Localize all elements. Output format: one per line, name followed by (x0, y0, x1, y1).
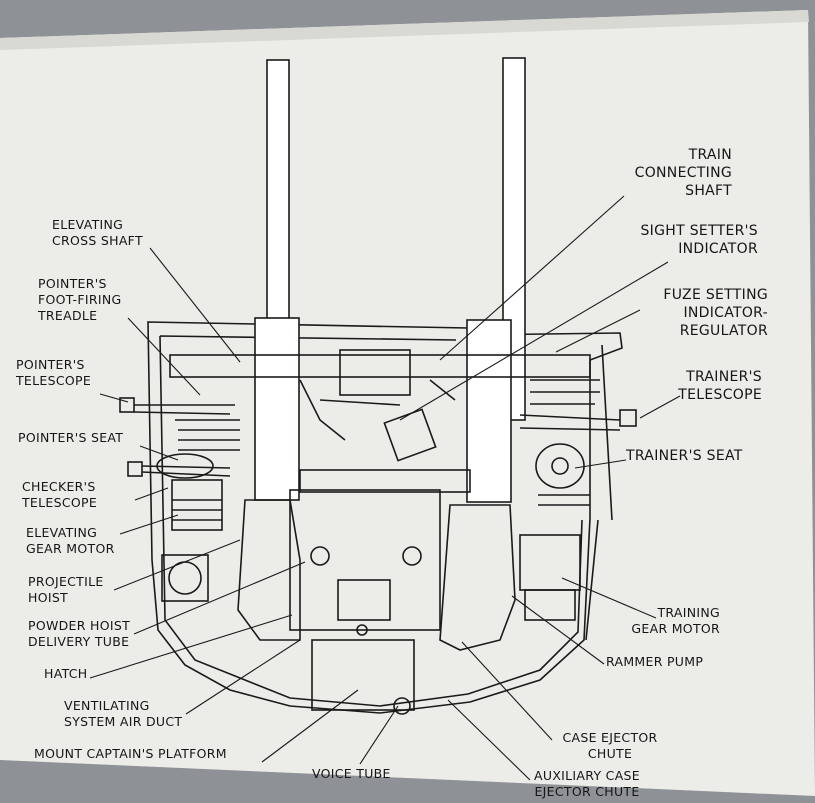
label-mount-captains-platform: MOUNT CAPTAIN'S PLATFORM (34, 746, 227, 761)
label-auxiliary-case-ejector-chute: AUXILIARY CASE EJECTOR CHUTE (534, 768, 640, 799)
label-powder-hoist-delivery-tube: POWDER HOIST DELIVERY TUBE (28, 618, 131, 649)
label-elevating-cross-shaft: ELEVATING CROSS SHAFT (52, 217, 143, 248)
label-pointers-seat: POINTER'S SEAT (18, 430, 124, 445)
label-rammer-pump: RAMMER PUMP (606, 654, 704, 669)
label-train-connecting-shaft: TRAIN CONNECTING SHAFT (634, 147, 732, 199)
label-elevating-gear-motor: ELEVATING GEAR MOTOR (26, 525, 115, 556)
trainers-telescope-mark (619, 409, 637, 427)
label-fuze-setting-indicator-regulator: FUZE SETTING INDICATOR- REGULATOR (663, 287, 768, 339)
label-pointers-telescope: POINTER'S TELESCOPE (16, 357, 92, 388)
label-ventilating-system-air-duct: VENTILATING SYSTEM AIR DUCT (64, 698, 183, 729)
label-trainers-seat: TRAINER'S SEAT (626, 448, 743, 464)
label-projectile-hoist: PROJECTILE HOIST (28, 574, 104, 605)
label-checkers-telescope: CHECKER'S TELESCOPE (22, 479, 98, 510)
label-sight-setters-indicator: SIGHT SETTER'S INDICATOR (640, 223, 758, 257)
label-training-gear-motor: TRAINING GEAR MOTOR (631, 605, 720, 636)
label-voice-tube: VOICE TUBE (312, 766, 391, 781)
turret-outline (119, 57, 637, 715)
label-case-ejector-chute: CASE EJECTOR CHUTE (562, 730, 658, 761)
label-hatch: HATCH (44, 666, 88, 681)
label-pointers-foot-firing-treadle: POINTER'S FOOT-FIRING TREADLE (38, 276, 122, 323)
label-trainers-telescope: TRAINER'S TELESCOPE (678, 369, 762, 403)
leader-lines (89, 195, 681, 781)
